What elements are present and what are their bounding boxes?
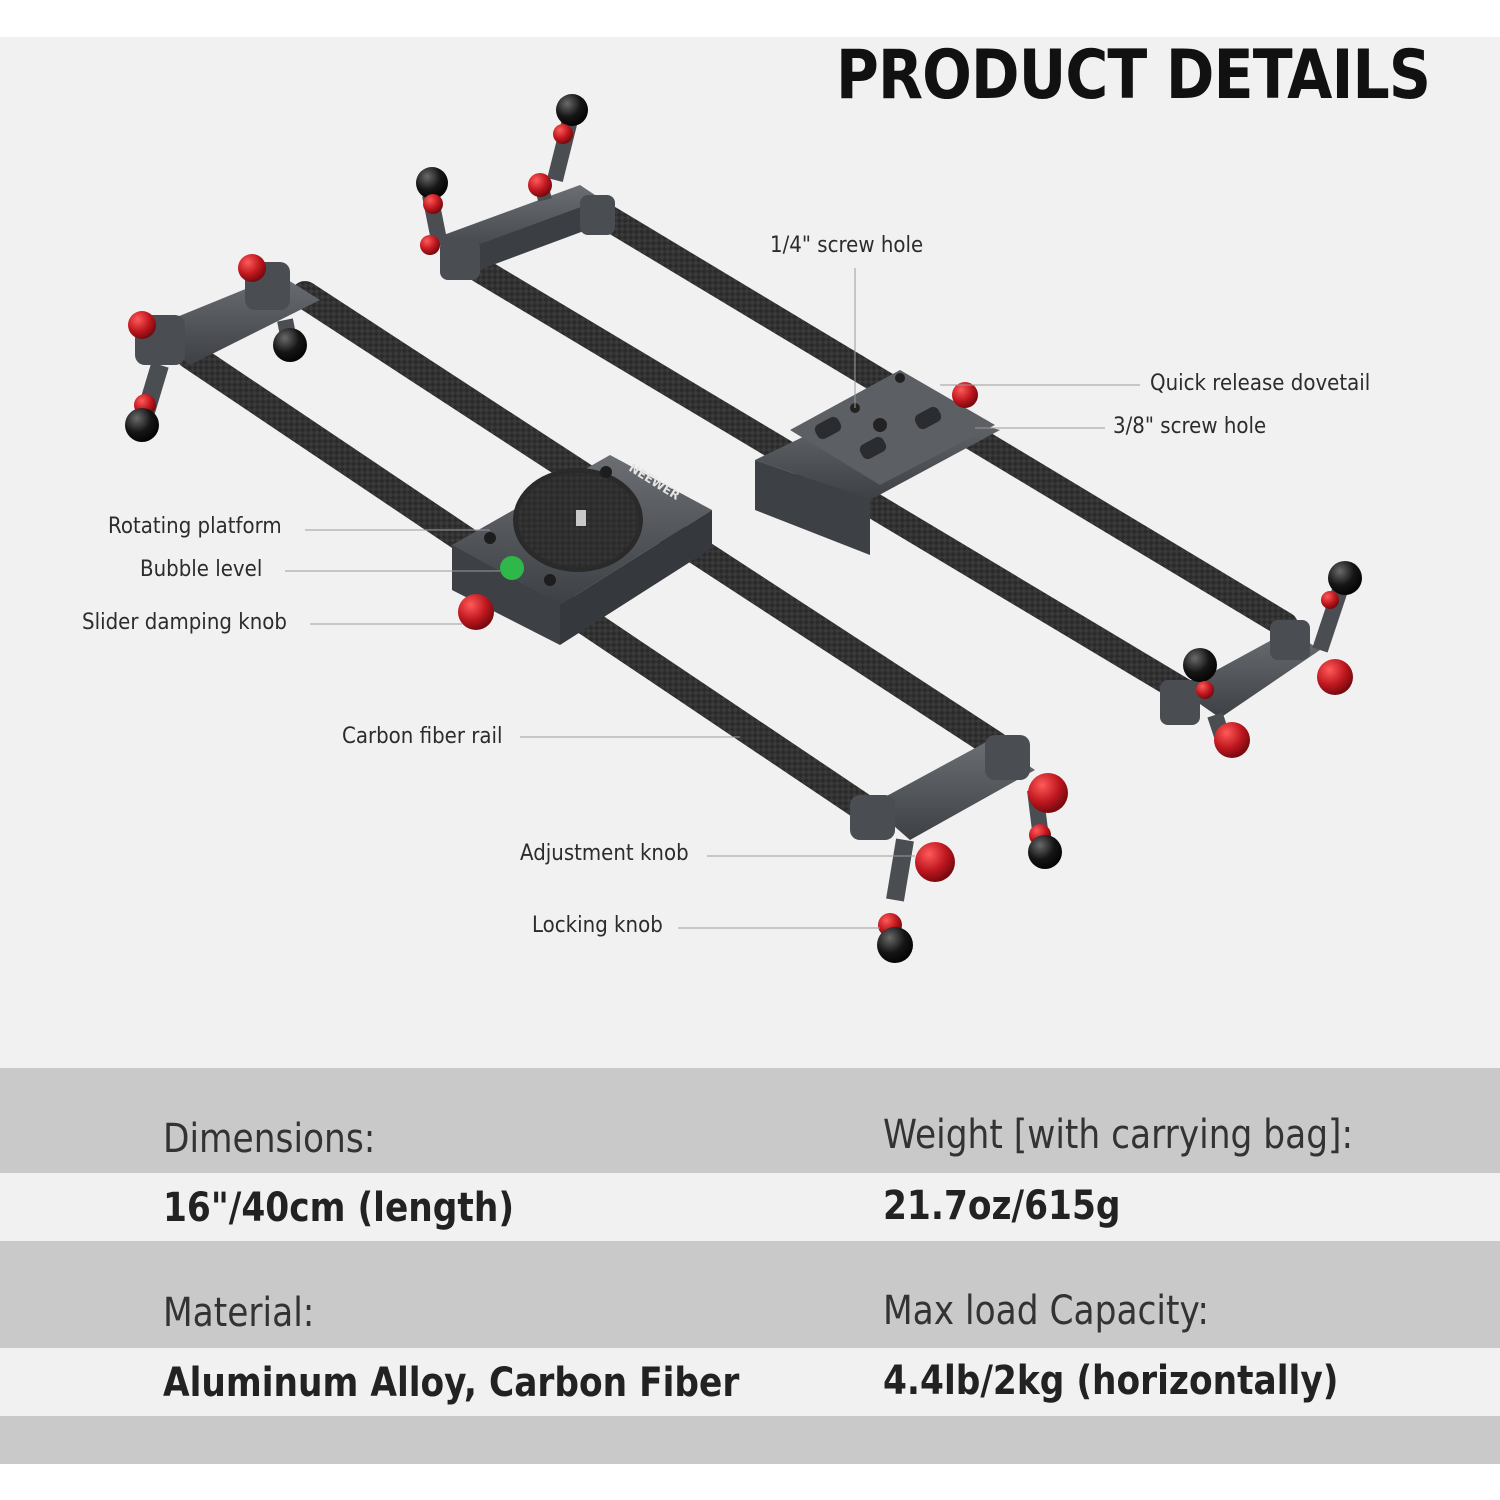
spec-material-value: Aluminum Alloy, Carbon Fiber bbox=[163, 1360, 740, 1406]
callout-rotating-platform: Rotating platform bbox=[108, 514, 282, 539]
spec-material-label: Material: bbox=[163, 1290, 315, 1336]
spec-value-row bbox=[0, 1348, 1500, 1416]
callout-quick-release-dovetail: Quick release dovetail bbox=[1150, 371, 1371, 396]
spec-dimensions-value: 16"/40cm (length) bbox=[163, 1185, 515, 1231]
callout-screw-hole-quarter: 1/4" screw hole bbox=[770, 233, 924, 258]
camera-slider-illustration: NEEWER bbox=[125, 94, 1362, 963]
callout-leader-lines bbox=[285, 268, 1140, 929]
spec-weight-value: 21.7oz/615g bbox=[883, 1183, 1121, 1229]
callout-screw-hole-three-eighths: 3/8" screw hole bbox=[1113, 414, 1267, 439]
spec-value-row bbox=[0, 1173, 1500, 1241]
spec-load-value: 4.4lb/2kg (horizontally) bbox=[883, 1358, 1339, 1404]
back-slider bbox=[416, 94, 1362, 758]
spec-footer-band bbox=[0, 1416, 1500, 1464]
spec-load-label: Max load Capacity: bbox=[883, 1288, 1209, 1334]
spec-dimensions-label: Dimensions: bbox=[163, 1116, 376, 1162]
callout-locking-knob: Locking knob bbox=[532, 913, 663, 938]
spec-weight-label: Weight [with carrying bag]: bbox=[883, 1112, 1354, 1158]
callout-bubble-level: Bubble level bbox=[140, 557, 263, 582]
page-title: PRODUCT DETAILS bbox=[836, 36, 1431, 115]
callout-carbon-fiber-rail: Carbon fiber rail bbox=[342, 724, 503, 749]
spec-header-row bbox=[0, 1241, 1500, 1348]
front-slider: NEEWER bbox=[125, 254, 1068, 963]
callout-slider-damping-knob: Slider damping knob bbox=[82, 610, 287, 635]
spec-header-row bbox=[0, 1068, 1500, 1173]
callout-adjustment-knob: Adjustment knob bbox=[520, 841, 689, 866]
